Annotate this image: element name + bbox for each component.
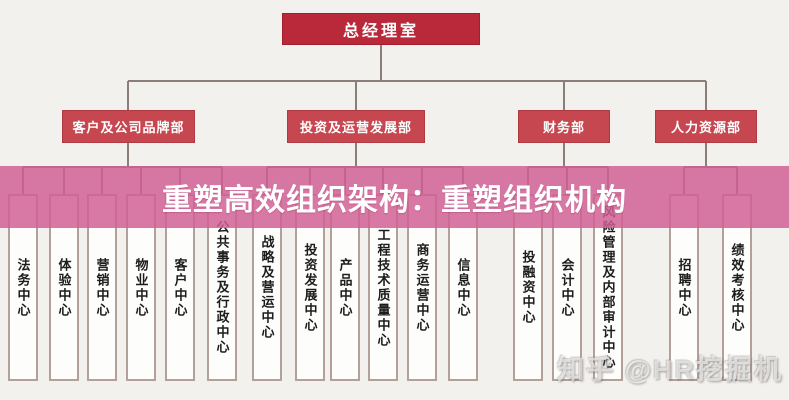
child-box-label: 产品中心	[337, 257, 353, 318]
connector-dept-stub	[355, 81, 357, 110]
child-box-label: 投资发展中心	[302, 242, 318, 333]
connector-dept-stub	[705, 81, 707, 110]
child-box-label: 信息中心	[455, 257, 471, 318]
child-box-label: 投融资中心	[520, 250, 536, 325]
root-node: 总经理室	[282, 13, 480, 45]
watermark: 知乎 @HR挖掘机	[557, 355, 783, 385]
child-box-label: 工程技术质量中心	[375, 227, 391, 348]
connector-dept-stub	[127, 81, 129, 110]
child-box-label: 法务中心	[15, 257, 31, 318]
child-box-label: 营销中心	[94, 257, 110, 318]
dept-node: 人力资源部	[655, 110, 757, 143]
child-box-label: 公共事务及行政中心	[214, 220, 230, 355]
child-box-label: 客户中心	[172, 257, 188, 318]
dept-node: 投资及运营发展部	[287, 110, 425, 143]
child-box-label: 战略及营运中心	[259, 235, 275, 340]
child-box-label: 风险管理及内部审计中心	[600, 205, 616, 370]
child-box-label: 绩效考核中心	[729, 242, 745, 333]
connector-top-rail	[128, 80, 706, 82]
connector-dept-drop	[127, 143, 129, 167]
connector-dept-drop	[563, 143, 565, 167]
connector-root-drop	[380, 45, 382, 81]
child-box-label: 商务运营中心	[414, 242, 430, 333]
connector-dept-drop	[705, 143, 707, 167]
connector-dept-drop	[355, 143, 357, 167]
page-title: 重塑高效组织架构：重塑组织机构	[162, 184, 627, 217]
child-box-label: 体验中心	[56, 257, 72, 318]
child-box-label: 招聘中心	[676, 257, 692, 318]
child-box-label: 物业中心	[133, 257, 149, 318]
dept-node: 财务部	[518, 110, 610, 143]
dept-node: 客户及公司品牌部	[62, 110, 195, 143]
title-overlay-band: 重塑高效组织架构：重塑组织机构	[0, 166, 789, 228]
connector-dept-stub	[563, 81, 565, 110]
child-box-label: 会计中心	[559, 257, 575, 318]
